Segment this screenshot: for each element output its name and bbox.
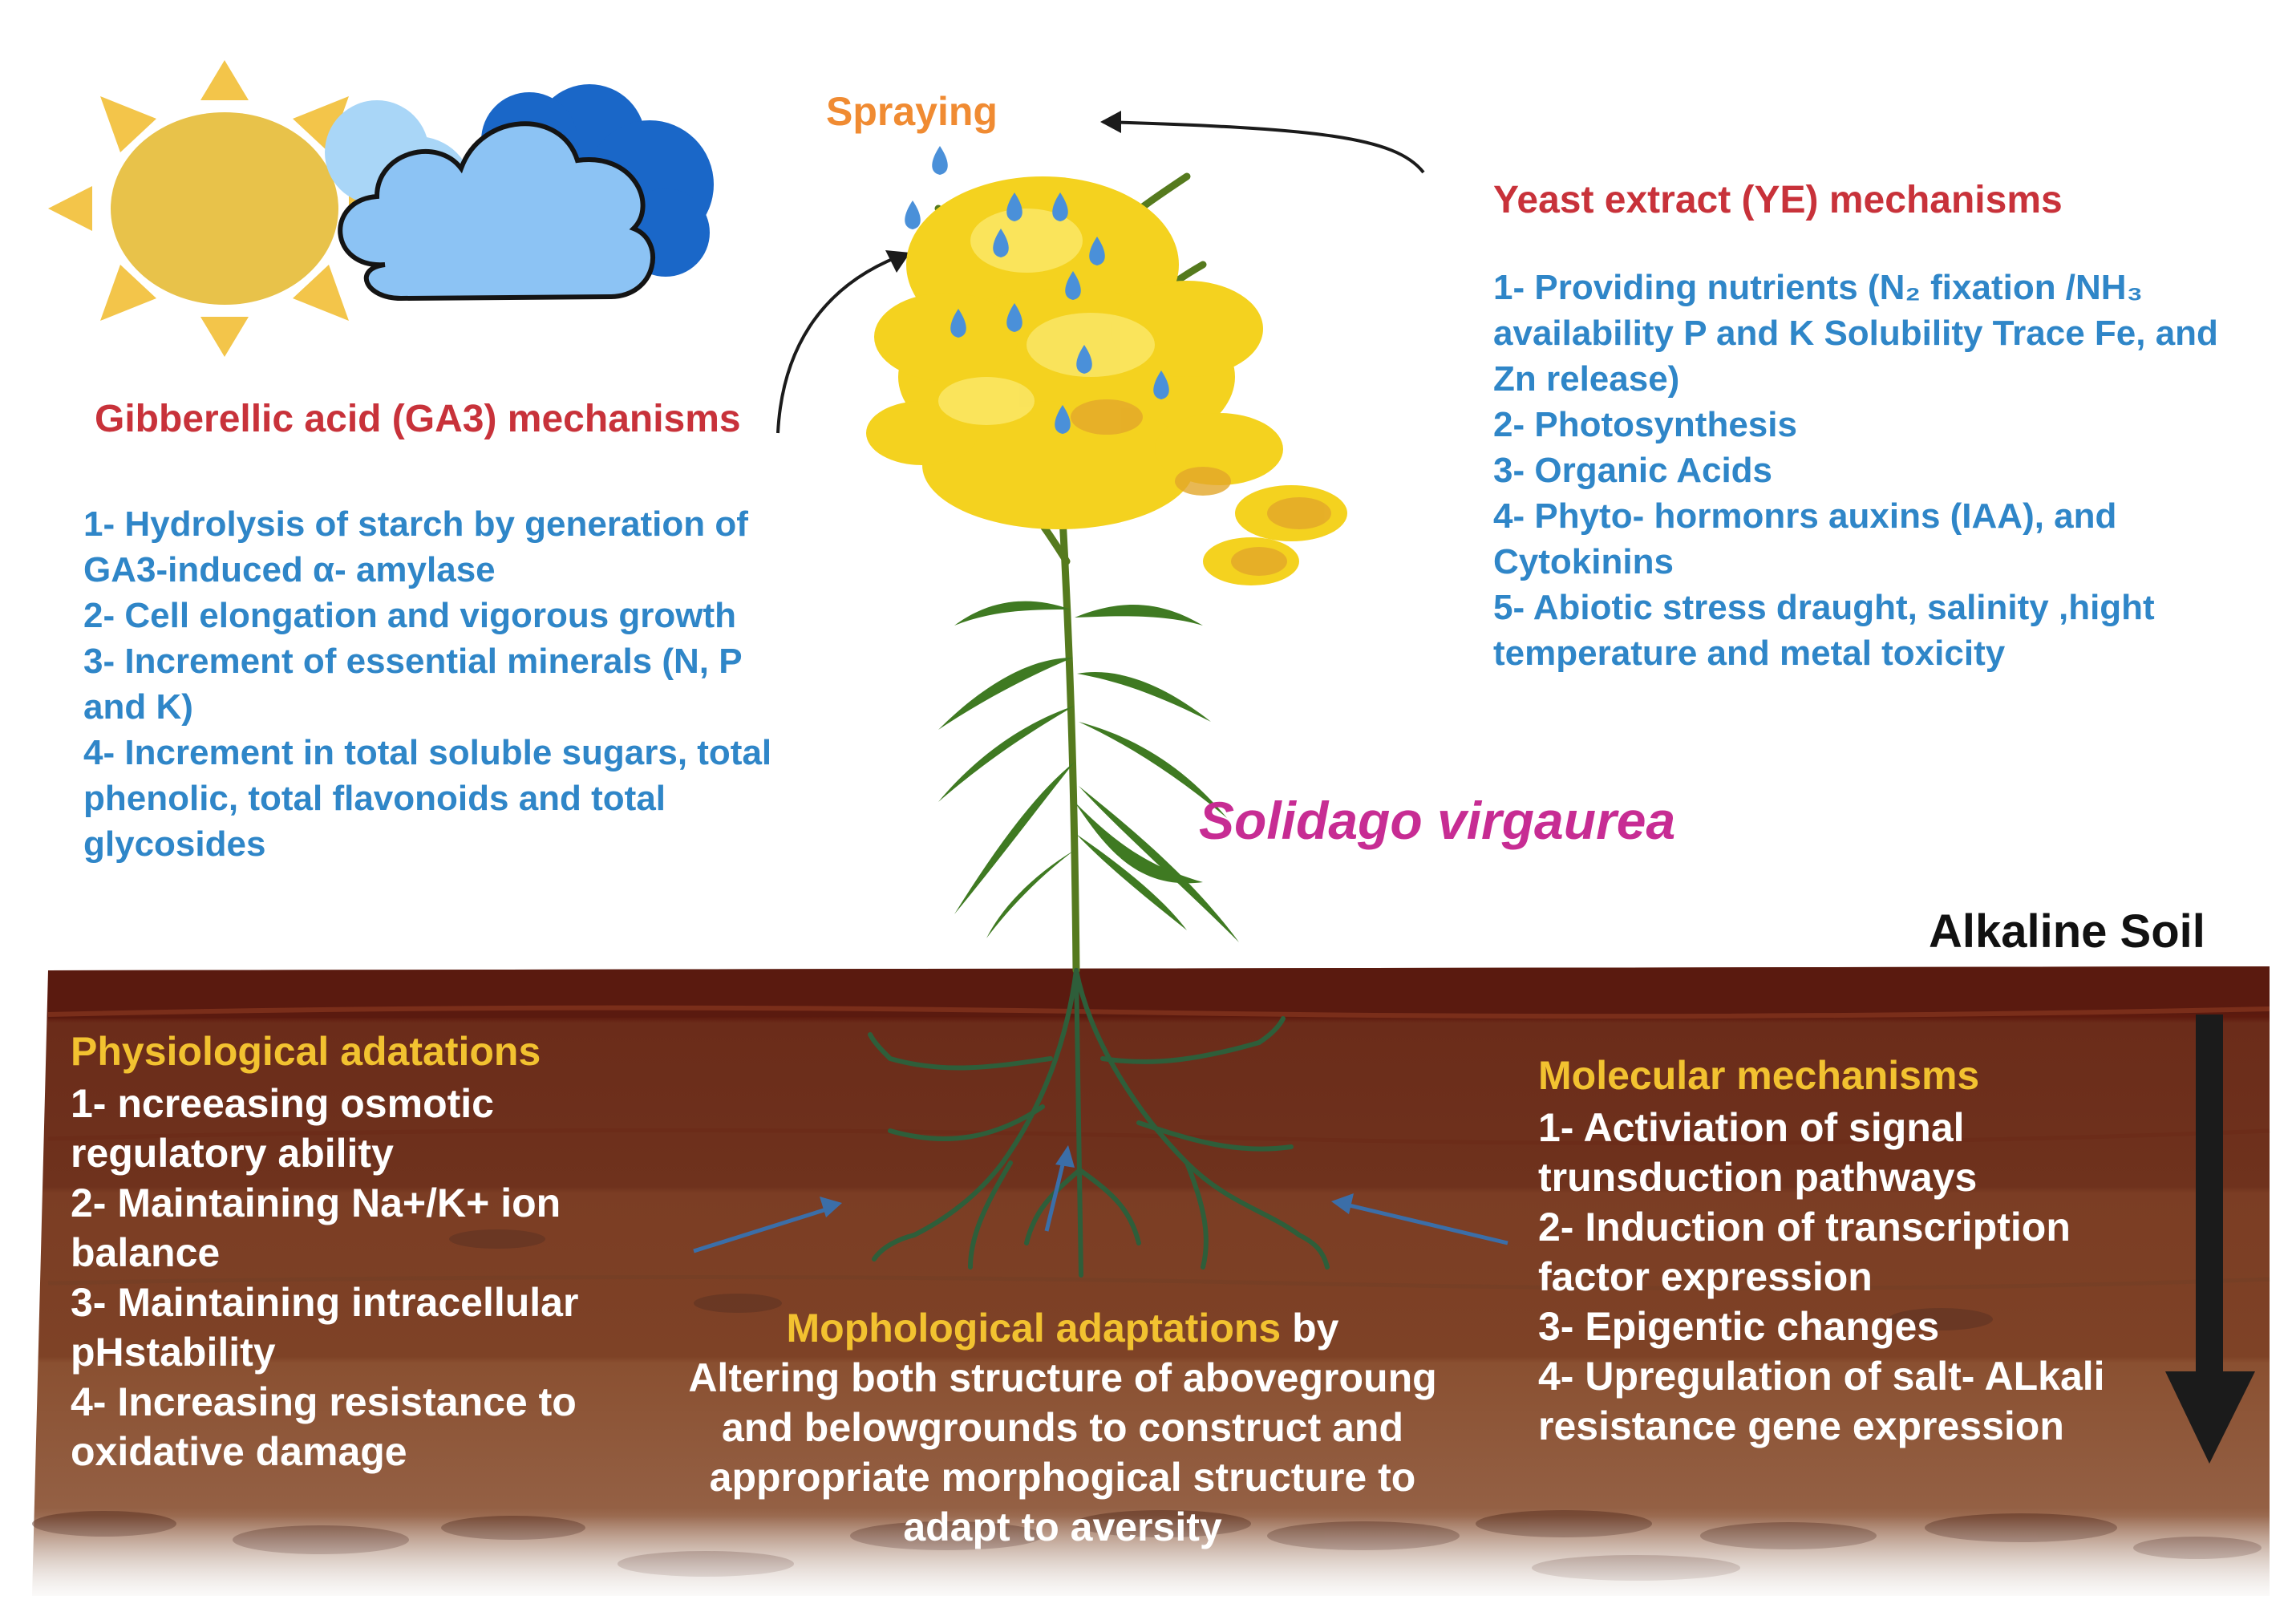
- soil-label: Alkaline Soil: [1929, 905, 2205, 958]
- arrowheads: [885, 111, 1121, 273]
- ye-title: Yeast extract (YE) mechanisms: [1493, 179, 2063, 221]
- species-name: Solidago virgaurea: [1199, 791, 1676, 850]
- roots: [868, 968, 1330, 1278]
- molecular-item: 2- Induction of transcription factor exp…: [1538, 1205, 2071, 1299]
- ga3-item: 3- Increment of essential minerals (N, P…: [83, 642, 742, 727]
- physiological-item: 1- ncreeasing osmotic regulatory ability: [71, 1081, 494, 1176]
- molecular-item: 1- Activiation of signal trunsduction pa…: [1538, 1105, 1978, 1200]
- ye-list: 1- Providing nutrients (N₂ fixation /NH₃…: [1493, 265, 2239, 676]
- morphological-block: Mophological adaptations by Altering bot…: [666, 1303, 1460, 1552]
- physiological-title: Physiological adatations: [71, 1029, 541, 1074]
- morphological-title-suffix: by: [1281, 1306, 1339, 1351]
- ga3-list: 1- Hydrolysis of starch by generation of…: [83, 501, 789, 867]
- soil-depth-arrow: [2165, 1014, 2255, 1464]
- ga3-title: Gibberellic acid (GA3) mechanisms: [95, 398, 741, 440]
- morphological-title: Mophological adaptations: [786, 1306, 1282, 1351]
- ga3-item: 4- Increment in total soluble sugars, to…: [83, 733, 772, 864]
- physiological-item: 2- Maintaining Na+/K+ ion balance: [71, 1181, 561, 1275]
- droplet-icon: [905, 146, 1169, 434]
- physiological-item: 4- Increasing resistance to oxidative da…: [71, 1379, 577, 1474]
- molecular-item: 3- Epigentic changes: [1538, 1304, 1940, 1349]
- ga3-item: 1- Hydrolysis of starch by generation of…: [83, 504, 748, 589]
- ye-item: 3- Organic Acids: [1493, 451, 1773, 490]
- spray-arrows: [776, 120, 1425, 434]
- molecular-title: Molecular mechanisms: [1538, 1053, 1980, 1098]
- physiological-item: 3- Maintaining intracellular pHstability: [71, 1280, 579, 1375]
- cloud-icon: [325, 84, 714, 302]
- morphological-heading: Mophological adaptations by: [666, 1303, 1460, 1353]
- plant-illustration: [866, 172, 1347, 974]
- soil-layers: [32, 966, 2270, 1596]
- ye-item: 5- Abiotic stress draught, salinity ,hig…: [1493, 588, 2155, 673]
- ye-item: 4- Phyto- hormonrs auxins (IAA), and Cyt…: [1493, 496, 2117, 581]
- spraying-label: Spraying: [826, 89, 998, 134]
- root-arrows: [693, 1145, 1508, 1253]
- ga3-item: 2- Cell elongation and vigorous growth: [83, 596, 737, 635]
- molecular-item: 4- Upregulation of salt- ALkali resistan…: [1538, 1354, 2105, 1448]
- ye-item: 2- Photosynthesis: [1493, 405, 1797, 444]
- molecular-list: 1- Activiation of signal trunsduction pa…: [1538, 1103, 2132, 1451]
- ye-item: 1- Providing nutrients (N₂ fixation /NH₃…: [1493, 268, 2218, 399]
- sun-icon: [48, 60, 393, 357]
- physiological-list: 1- ncreeasing osmotic regulatory ability…: [71, 1079, 632, 1476]
- morphological-body: Altering both structure of abovegroung a…: [688, 1355, 1437, 1549]
